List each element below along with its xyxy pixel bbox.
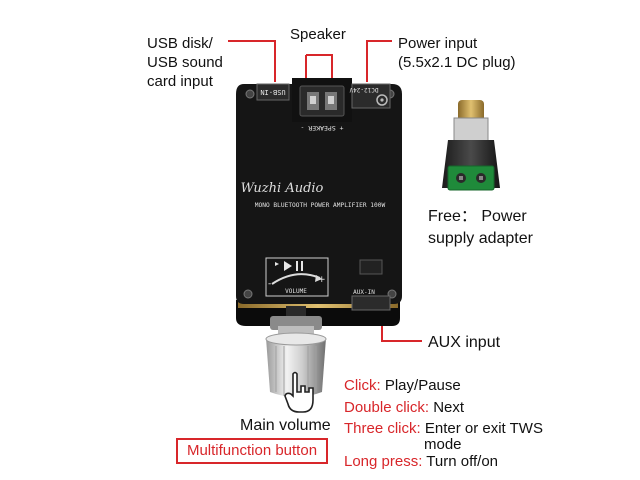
main-volume-label: Main volume [240, 417, 331, 434]
hand-pointer-icon [284, 371, 314, 413]
speaker-label: Speaker [290, 26, 346, 43]
action-key: Three click: [344, 420, 421, 437]
usb-input-label-line3: card input [147, 73, 213, 90]
volume-knob [265, 306, 327, 397]
usb-input-label: USB disk/ USB sound card input [147, 34, 223, 91]
action-key: Double click: [344, 399, 430, 416]
action-double-click: Double click: Next [344, 398, 464, 417]
action-value: Next [433, 399, 465, 416]
action-value: Turn off/on [426, 453, 499, 470]
aux-input-label: AUX input [428, 334, 501, 351]
action-long-press: Long press: Turn off/on [344, 452, 498, 471]
action-key: Long press: [344, 453, 423, 470]
action-value: Play/Pause [384, 377, 461, 394]
action-key: Click: [344, 377, 381, 394]
board-dc-port-label: DC12-24V [349, 86, 378, 93]
board-subtitle: MONO BLUETOOTH POWER AMPLIFIER 100W [255, 202, 386, 209]
board-aux-port-label: AUX-IN [353, 289, 375, 296]
action-three-click: Three click: Enter or exit TWS [344, 419, 543, 438]
dc-plug-icon [442, 100, 500, 191]
amplifier-board [236, 78, 402, 326]
usb-input-label-line1: USB disk/ [147, 35, 213, 52]
board-volume-label: VOLUME [285, 288, 307, 295]
action-value: Enter or exit TWS [424, 420, 543, 437]
power-input-label-line1: Power input [398, 35, 478, 52]
action-value: mode [424, 436, 462, 453]
action-three-click-cont: mode [424, 435, 462, 454]
power-adapter-label-line2: supply adapter [428, 230, 533, 247]
board-usb-port-label: USB-IN [260, 88, 285, 96]
board-brand: Wuzhi Audio [241, 181, 324, 196]
power-adapter-label: Free： Power supply adapter [428, 206, 533, 250]
board-speaker-port-label: + SPEAKER - [300, 124, 343, 132]
play-pause-icon: + - [268, 261, 326, 289]
power-input-label: Power input (5.5x2.1 DC plug) [398, 34, 516, 72]
power-adapter-label-line1: Free： Power [428, 208, 527, 225]
usb-input-label-line2: USB sound [147, 54, 223, 71]
svg-text:-: - [268, 279, 271, 289]
power-input-label-line2: (5.5x2.1 DC plug) [398, 54, 516, 71]
action-click: Click: Play/Pause [344, 376, 461, 395]
multifunction-button-label: Multifunction button [176, 438, 328, 464]
svg-text:+: + [318, 275, 326, 285]
